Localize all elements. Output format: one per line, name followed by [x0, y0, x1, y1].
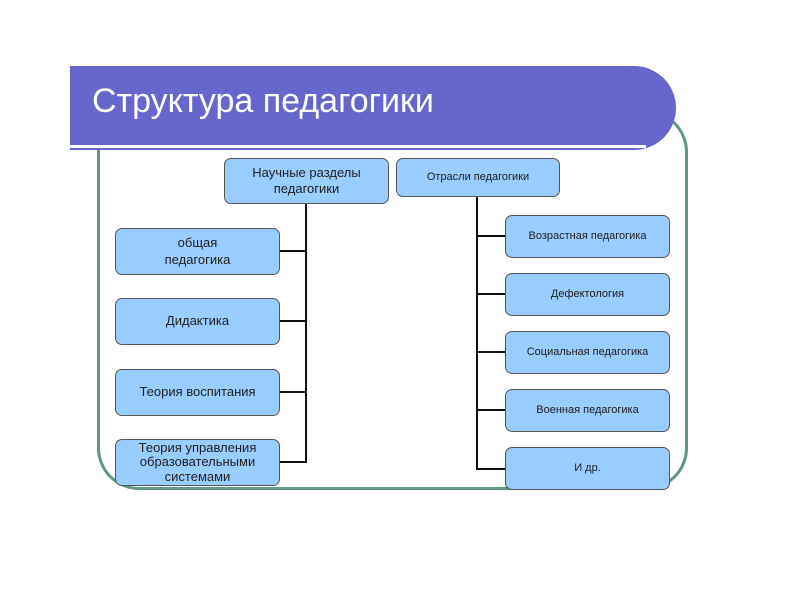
title-underline	[70, 145, 646, 148]
right-box: Социальная педагогика	[505, 331, 670, 374]
right-box: Возрастная педагогика	[505, 215, 670, 258]
root-box-scientific-sections: Научные разделы педагогики	[224, 158, 389, 204]
root-box-branches: Отрасли педагогики	[396, 158, 560, 197]
left-box: Теория воспитания	[115, 369, 280, 416]
slide-title: Структура педагогики	[92, 82, 434, 120]
left-box: общая педагогика	[115, 228, 280, 275]
right-box: И др.	[505, 447, 670, 490]
left-box: Теория управления образовательными систе…	[115, 439, 280, 486]
left-box: Дидактика	[115, 298, 280, 345]
right-box: Дефектология	[505, 273, 670, 316]
title-banner	[70, 66, 676, 150]
right-box: Военная педагогика	[505, 389, 670, 432]
